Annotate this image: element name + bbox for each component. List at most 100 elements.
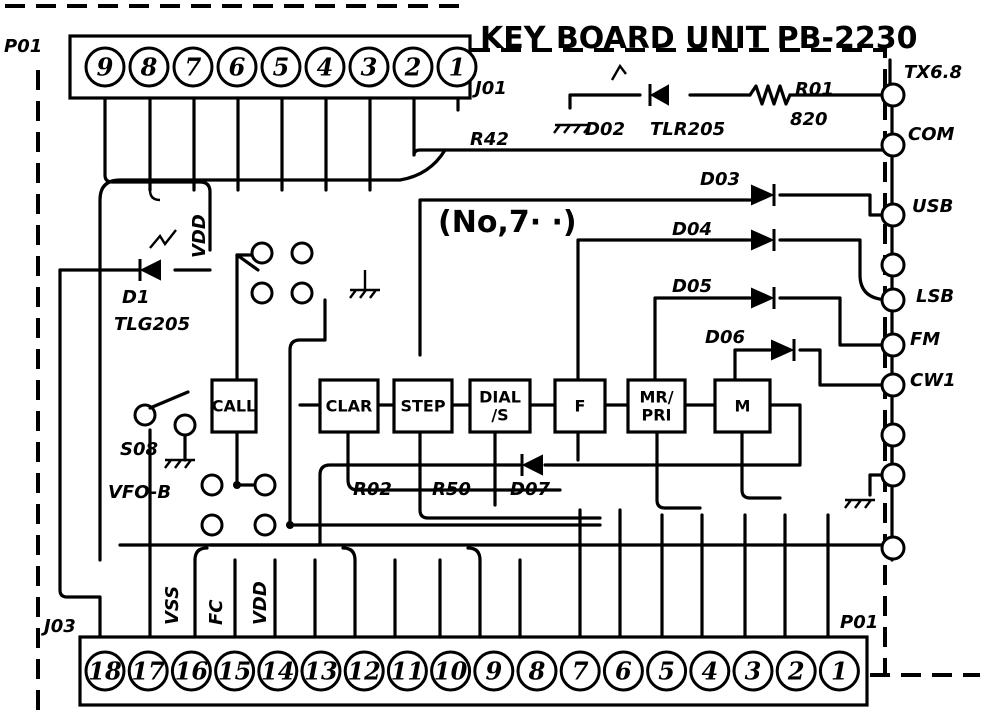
- label-r01-value: 820: [790, 109, 828, 130]
- label-vfo: VFO-B: [108, 482, 171, 503]
- label-vdd-led: VDD: [189, 214, 210, 258]
- bottom-pin-label: 2: [787, 657, 805, 686]
- label-d1: D1: [122, 287, 149, 308]
- bottom-pin-label: 11: [391, 657, 424, 686]
- label-d03: D03: [700, 169, 740, 190]
- bottom-pin: 10: [430, 650, 472, 692]
- bottom-pin: 1: [818, 650, 860, 692]
- top-pin-label: 2: [404, 53, 422, 82]
- top-pin-label: 8: [140, 53, 158, 82]
- bottom-pin-label: 3: [745, 657, 762, 686]
- bottom-pin: 9: [473, 650, 515, 692]
- resistor-r01: [748, 84, 792, 106]
- switch-box: CLAR: [318, 378, 380, 434]
- note-label: (No,7· ·): [438, 205, 577, 240]
- bottom-pin: 5: [646, 650, 688, 692]
- top-pin: 7: [172, 46, 214, 88]
- ground-symbols: [164, 123, 875, 509]
- unit-boundary: [5, 4, 980, 712]
- switch-contacts: [133, 241, 314, 537]
- bottom-pin: 16: [170, 650, 212, 692]
- bottom-jack-label: J03: [41, 616, 76, 637]
- bottom-pin-label: 14: [261, 657, 294, 686]
- top-pin-label: 5: [273, 53, 290, 82]
- bottom-pin-label: 6: [615, 657, 632, 686]
- bottom-pin: 6: [602, 650, 644, 692]
- label-vdd: VDD: [250, 581, 271, 625]
- bottom-connector-ref: P01: [840, 612, 878, 633]
- bottom-pin: 17: [127, 650, 169, 692]
- bottom-pin-label: 7: [572, 657, 589, 686]
- top-pin-label: 9: [97, 53, 114, 82]
- bottom-pin: 18: [84, 650, 126, 692]
- bottom-pin-label: 16: [175, 657, 209, 686]
- bottom-pin-label: 17: [131, 657, 165, 686]
- switch-box-label: MR/: [639, 388, 673, 407]
- bottom-pin-label: 18: [88, 657, 122, 686]
- bottom-pin-label: 15: [218, 657, 251, 686]
- top-pin: 1: [436, 46, 478, 88]
- top-pin-label: 6: [229, 53, 246, 82]
- switch-box-label: PRI: [642, 406, 672, 425]
- label-r02: R02: [353, 479, 392, 500]
- bottom-pin-label: 12: [347, 657, 380, 686]
- terminal-fm: FM: [910, 329, 940, 350]
- switch-box: M: [713, 378, 772, 434]
- bottom-pin: 13: [300, 650, 342, 692]
- label-r01: R01: [795, 79, 834, 100]
- label-d06: D06: [705, 327, 745, 348]
- switch-box-label: /S: [491, 406, 508, 425]
- switch-box-label: M: [735, 397, 751, 416]
- switch-box-label: CALL: [212, 397, 257, 416]
- switch-box: DIAL/S: [468, 378, 532, 434]
- switch-box-label: DIAL: [479, 388, 521, 407]
- label-fc: FC: [206, 599, 227, 625]
- top-pin-label: 1: [449, 53, 466, 82]
- terminal-tx68: TX6.8: [904, 62, 962, 83]
- top-pin: 4: [304, 46, 346, 88]
- bottom-pin-label: 8: [528, 657, 546, 686]
- label-d07: D07: [510, 479, 550, 500]
- switch-box-label: F: [575, 397, 586, 416]
- bottom-pin: 2: [775, 650, 817, 692]
- top-pin: 8: [128, 46, 170, 88]
- top-pin: 2: [392, 46, 434, 88]
- terminal-usb: USB: [912, 196, 953, 217]
- label-d1-type: TLG205: [114, 314, 190, 335]
- bottom-pin-label: 13: [304, 657, 337, 686]
- label-d04: D04: [672, 219, 712, 240]
- bottom-pin: 3: [732, 650, 774, 692]
- bottom-pin: 11: [386, 650, 428, 692]
- switch-box: F: [553, 378, 607, 434]
- top-pin: 6: [216, 46, 258, 88]
- label-s08: S08: [120, 439, 158, 460]
- label-d02: D02: [585, 119, 625, 140]
- label-r42: R42: [470, 129, 509, 150]
- label-d05: D05: [672, 276, 712, 297]
- top-pin-label: 7: [185, 53, 202, 82]
- switch-box: MR/PRI: [626, 378, 687, 434]
- wiring: [58, 58, 902, 639]
- bottom-pin: 4: [689, 650, 731, 692]
- label-d02-type: TLR205: [650, 119, 725, 140]
- switch-box: CALL: [210, 378, 258, 434]
- switch-box-label: CLAR: [326, 397, 373, 416]
- label-r50: R50: [432, 479, 471, 500]
- bottom-pin-label: 5: [658, 657, 675, 686]
- bottom-pin-label: 9: [485, 657, 502, 686]
- bottom-pin: 12: [343, 650, 385, 692]
- bottom-pin-label: 1: [831, 657, 848, 686]
- label-vss: VSS: [162, 586, 183, 625]
- bottom-pin: 14: [257, 650, 299, 692]
- top-pin: 3: [348, 46, 390, 88]
- terminal-lsb: LSB: [916, 286, 954, 307]
- bottom-pin: 7: [559, 650, 601, 692]
- top-connector-ref: P01: [4, 36, 42, 57]
- right-terminals: [880, 82, 906, 561]
- unit-title: KEY BOARD UNIT PB-2230: [480, 21, 917, 56]
- top-pin-label: 4: [317, 53, 334, 82]
